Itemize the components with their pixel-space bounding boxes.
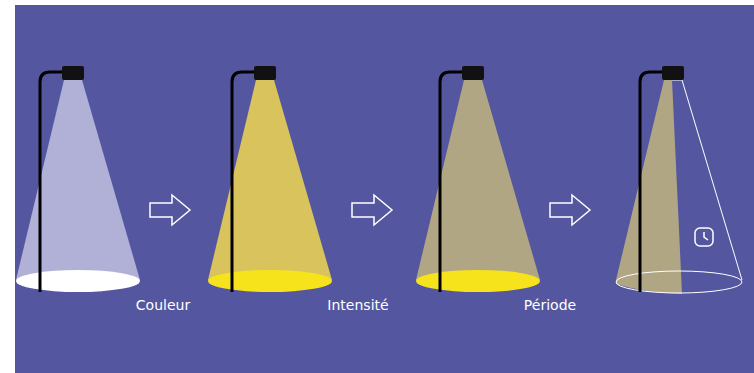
lamp-white [16, 66, 140, 292]
arrow-symbol [352, 195, 392, 225]
step-label: Période [524, 297, 576, 314]
step-label: Couleur [136, 297, 190, 314]
clock-icon [695, 228, 713, 246]
step-label: Intensité [327, 297, 388, 314]
background [15, 5, 754, 373]
lamp-timed [616, 66, 742, 294]
lamp-dimmed [416, 66, 540, 292]
arrow-symbol [150, 195, 190, 225]
arrow-symbol [550, 195, 590, 225]
lamp-yellow [208, 66, 332, 292]
